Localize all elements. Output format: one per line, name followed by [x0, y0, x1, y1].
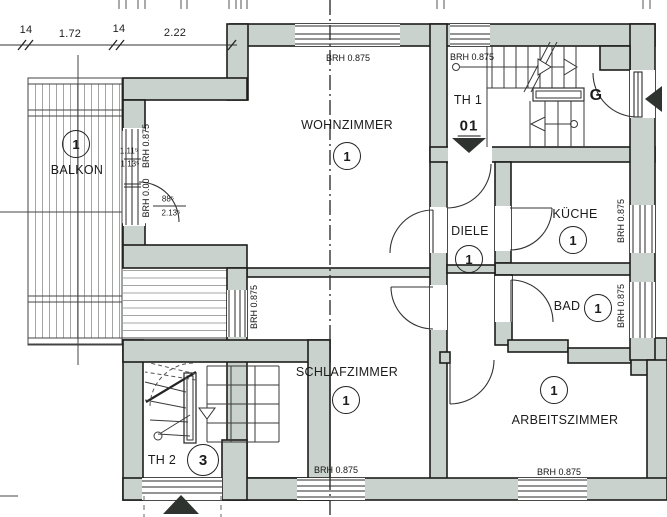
sill-label-th1-window: BRH 0.875 — [449, 52, 495, 62]
dim-label-door-width: 88⁵ — [161, 194, 175, 204]
room-label-bad: BAD — [553, 299, 581, 313]
room-label-wohnzimmer: WOHNZIMMER — [301, 118, 393, 132]
dimension-line — [0, 39, 237, 497]
room-number-badge-arbeitszimmer: 1 — [540, 376, 568, 404]
room-label-diele: DIELE — [451, 224, 489, 238]
walls — [122, 23, 667, 501]
apartment-entrance-arrow-icon — [452, 138, 486, 153]
room-number-badge-th2: 3 — [187, 444, 219, 476]
sill-label-balcony-window: BRH 0.875 — [141, 123, 151, 169]
dim-label-14a: 14 — [19, 24, 33, 36]
room-label-arbeitszimmer: ARBEITSZIMMER — [511, 413, 619, 427]
sill-label-wohnzimmer-window: BRH 0.875 — [325, 53, 371, 63]
sill-label-kueche-window: BRH 0.875 — [616, 198, 626, 244]
th2-entrance-arrow-icon — [163, 495, 199, 514]
balcony-deck — [0, 55, 227, 365]
room-label-kueche: KÜCHE — [552, 207, 598, 221]
building-entry-arrow-icon — [645, 86, 662, 112]
sill-label-bad-window: BRH 0.875 — [616, 283, 626, 329]
stair-th1 — [452, 41, 585, 147]
room-label-balkon: BALKON — [50, 163, 104, 177]
dim-label-window-b: 1.13⁵ — [120, 159, 140, 169]
room-number-badge-wohnzimmer: 1 — [333, 142, 361, 170]
dim-label-14b: 14 — [112, 23, 126, 35]
room-label-th1: TH 1 — [453, 93, 483, 107]
dim-label-door-height: 2.13⁵ — [161, 208, 181, 218]
sill-label-arbeitszimmer-window: BRH 0.875 — [536, 467, 582, 477]
room-label-th2: TH 2 — [147, 453, 177, 467]
room-label-garderobe: G — [589, 87, 603, 104]
sill-label-schlafzimmer-window: BRH 0.875 — [313, 465, 359, 475]
dim-label-222: 2.22 — [163, 27, 187, 39]
entrance-number: 01 — [457, 117, 481, 137]
sill-label-schlafzimmer-west-window: BRH 0.875 — [249, 284, 259, 330]
th2-entrance-guides — [143, 496, 222, 517]
room-number-badge-bad: 1 — [584, 294, 612, 322]
stair-th2 — [144, 362, 280, 444]
windows — [123, 24, 655, 500]
room-number-badge-kueche: 1 — [559, 226, 587, 254]
top-edge-ticks — [118, 0, 651, 9]
room-label-schlafzimmer: SCHLAFZIMMER — [295, 365, 399, 379]
sill-label-balcony-door: BRH 0.00 — [141, 178, 151, 218]
entrance-number-label: 01 — [457, 117, 481, 137]
door-swings — [138, 72, 638, 405]
room-number-badge-balkon: 1 — [62, 130, 90, 158]
dim-label-172: 1.72 — [58, 28, 82, 40]
dim-label-window-a: 1.11⁵ — [119, 146, 139, 156]
room-number-badge-schlafzimmer: 1 — [332, 386, 360, 414]
room-number-badge-diele: 1 — [455, 245, 483, 273]
